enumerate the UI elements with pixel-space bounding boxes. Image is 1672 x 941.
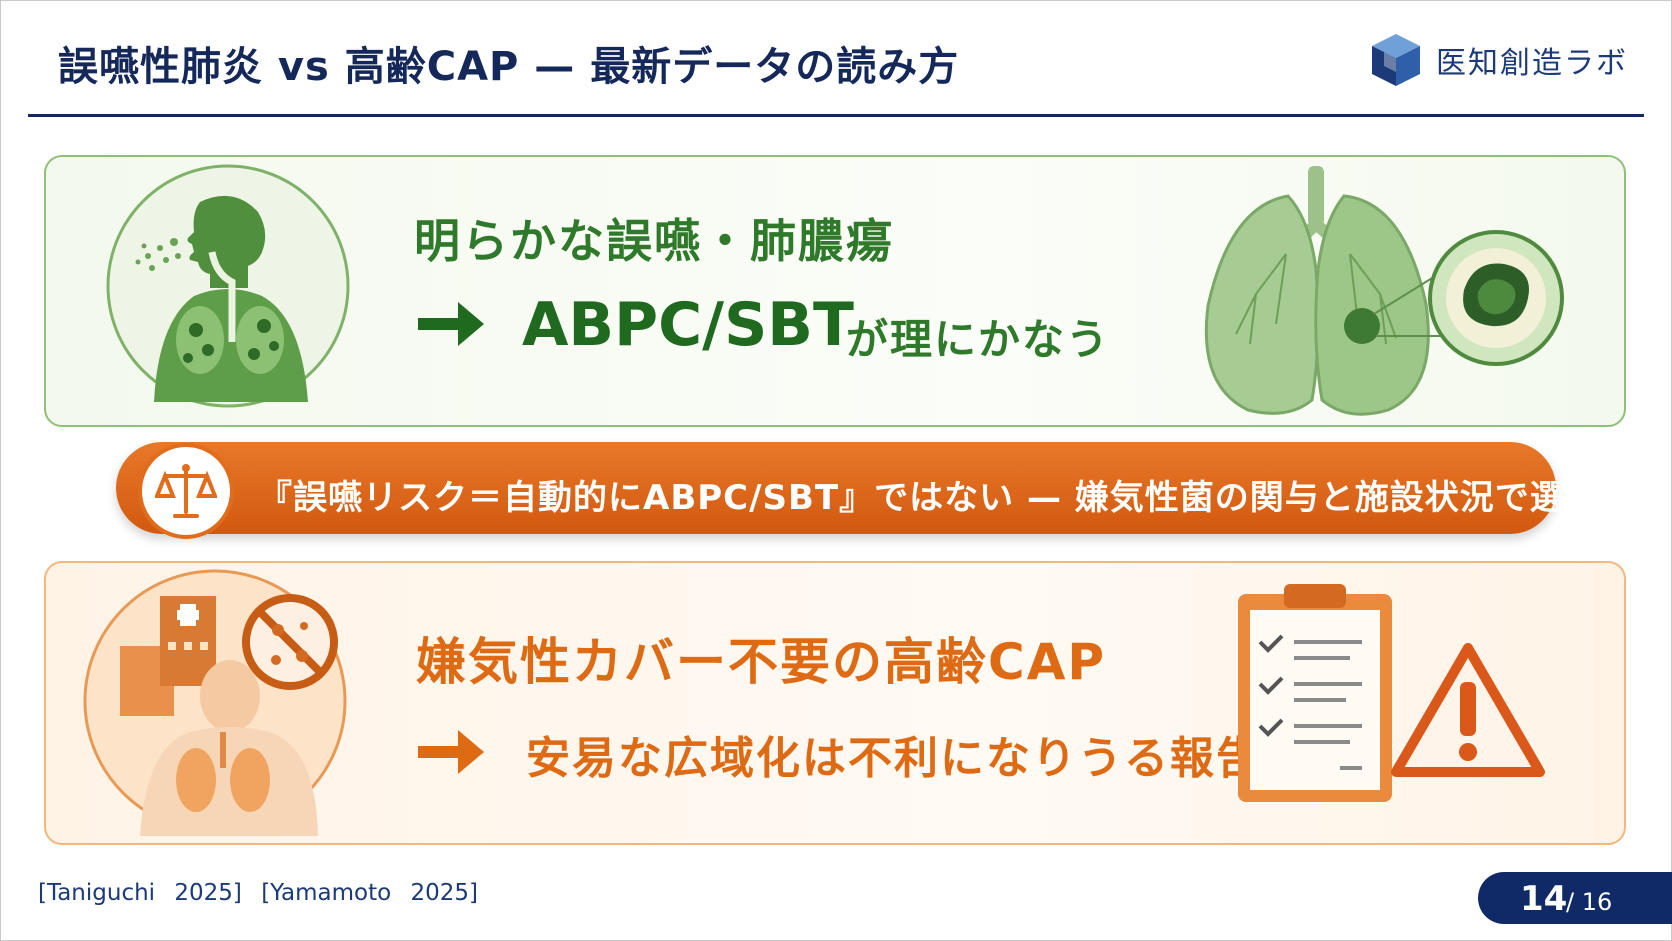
arrow-right-icon: [418, 302, 484, 346]
banner-text: 『誤嚥リスク＝自動的にABPC/SBT』ではない — 嫌気性菌の関与と施設状況で…: [258, 478, 1600, 518]
page-total: / 16: [1566, 888, 1613, 916]
scales-icon: [155, 464, 217, 518]
arrow-right-icon: [418, 730, 484, 774]
abpc-sbt-reason: が理にかなう: [846, 315, 1111, 364]
elderly-cap-heading: 嫌気性カバー不要の高齢CAP: [416, 633, 1107, 691]
cube-logo-icon: [1372, 34, 1420, 86]
key-message-banner: [116, 442, 1556, 534]
elderly-hospital-icon: [83, 569, 347, 836]
lungs-abscess-icon: [1204, 166, 1564, 416]
references: [Taniguchi 2025] [Yamamoto 2025]: [38, 880, 479, 906]
abpc-sbt-label: ABPC/SBT: [522, 290, 854, 360]
clipboard-checklist-icon: [1238, 584, 1392, 802]
page-current: 14: [1520, 879, 1568, 919]
aspiration-person-icon: [106, 164, 350, 408]
warning-icon: [1391, 643, 1545, 777]
header-divider: [28, 114, 1644, 117]
logo-text: 医知創造ラボ: [1436, 46, 1628, 81]
broad-spectrum-warning: 安易な広域化は不利になりうる報告: [526, 733, 1262, 784]
aspiration-heading: 明らかな誤嚥・肺膿瘍: [414, 214, 894, 268]
brand-logo: 医知創造ラボ: [1370, 32, 1628, 88]
page-indicator: [1478, 872, 1672, 924]
scales-icon-badge: [138, 443, 234, 539]
slide-title: 誤嚥性肺炎 vs 高齢CAP — 最新データの読み方: [58, 44, 960, 90]
